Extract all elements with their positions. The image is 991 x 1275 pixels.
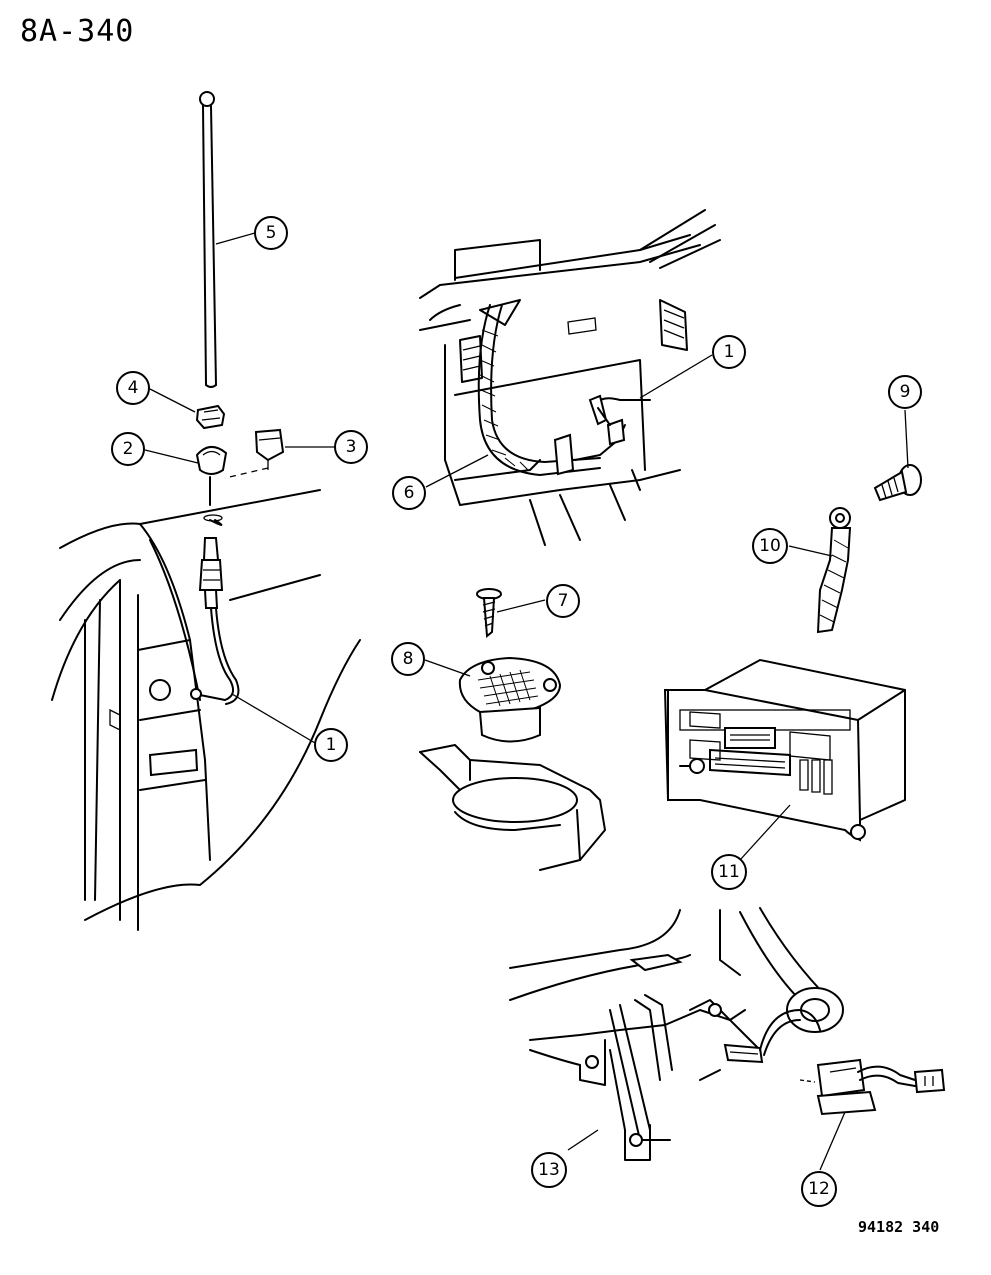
callout-8-label: 8 [403, 649, 414, 669]
antenna-adapter [224, 428, 285, 479]
callout-6: 6 [392, 476, 426, 510]
callout-2-label: 2 [123, 439, 134, 459]
callout-10-label: 10 [759, 536, 781, 556]
radio-receiver [663, 658, 906, 842]
callout-5: 5 [254, 216, 288, 250]
callout-12: 12 [801, 1171, 837, 1207]
fender-body [51, 489, 361, 931]
callout-11-label: 11 [718, 862, 740, 882]
callout-7-label: 7 [558, 591, 569, 611]
callout-3: 3 [334, 430, 368, 464]
callout-13-label: 13 [538, 1160, 560, 1180]
speaker-screw [476, 588, 502, 638]
callout-5-label: 5 [266, 223, 277, 243]
speaker [458, 656, 562, 743]
antenna-bezel [195, 446, 228, 506]
callout-1-panel-cable-label: 1 [724, 342, 735, 362]
page-code: 8A-340 [20, 14, 135, 49]
callout-11: 11 [711, 854, 747, 890]
ground-screw [873, 464, 922, 502]
callout-4: 4 [116, 371, 150, 405]
callout-12-label: 12 [808, 1179, 830, 1199]
leader-lines [144, 232, 909, 1171]
callout-4-label: 4 [128, 378, 139, 398]
callout-13: 13 [531, 1152, 567, 1188]
antenna-cable-left [190, 537, 240, 705]
antenna-nut [195, 404, 226, 430]
callout-1-panel-cable: 1 [712, 335, 746, 369]
callout-2: 2 [111, 432, 145, 466]
callout-1-antenna-cable: 1 [314, 728, 348, 762]
ground-strap [816, 507, 852, 634]
speaker-mount [419, 744, 606, 871]
antenna-mast [199, 91, 217, 388]
callout-7: 7 [546, 584, 580, 618]
callout-9-label: 9 [900, 382, 911, 402]
callout-1-antenna-cable-label: 1 [326, 735, 337, 755]
callout-9: 9 [888, 375, 922, 409]
callout-10: 10 [752, 528, 788, 564]
relay-connector [799, 1058, 946, 1116]
figure-code: 94182 340 [858, 1218, 940, 1236]
lower-mounting [509, 907, 844, 1161]
instrument-panel [419, 209, 721, 546]
callout-6-label: 6 [404, 483, 415, 503]
callout-8: 8 [391, 642, 425, 676]
callout-3-label: 3 [346, 437, 357, 457]
